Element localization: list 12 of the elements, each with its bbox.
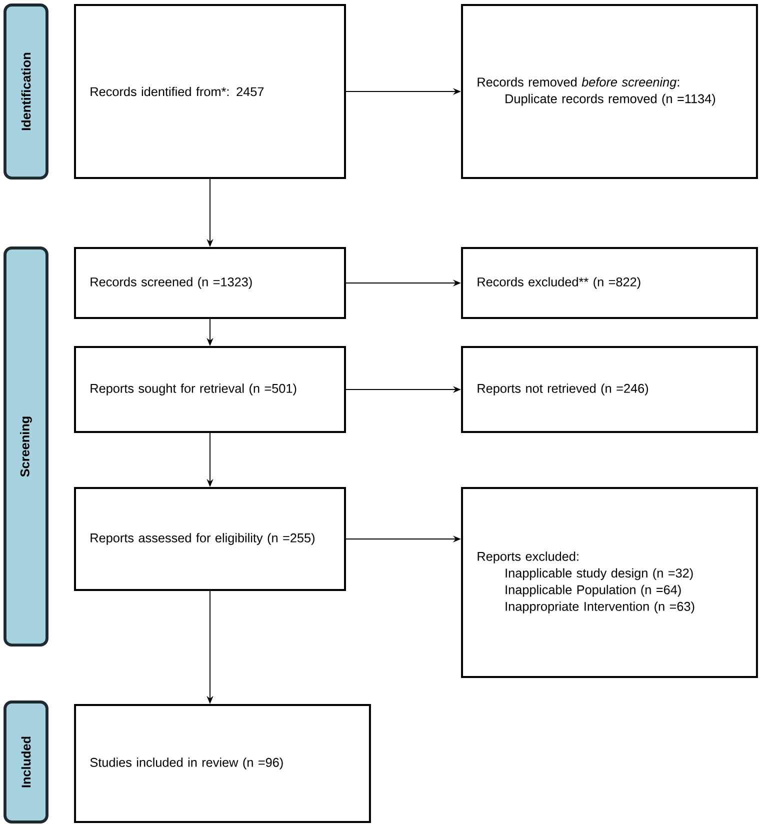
process-box: Records excluded** (n =822) — [461, 247, 758, 319]
stage-band: Identification — [4, 4, 48, 180]
process-box: Studies included in review (n =96) — [74, 704, 371, 824]
process-box: Reports sought for retrieval (n =501) — [74, 346, 346, 434]
process-box: Records screened (n =1323) — [74, 247, 346, 319]
process-box: Reports not retrieved (n =246) — [461, 346, 758, 434]
stage-band: Screening — [4, 246, 48, 646]
process-box: Records removed before screening: Duplicate records removed (n =1134) — [461, 4, 758, 180]
process-box: Reports excluded: Inapplicable study design (n =32) Inapplicable Population (n =64) Inappropriate Intervention (n =63) — [461, 486, 758, 678]
stage-band: Included — [4, 700, 48, 824]
process-box: Reports assessed for eligibility (n =255) — [74, 487, 346, 591]
process-box: Records identified from*: 2457 — [74, 4, 346, 180]
